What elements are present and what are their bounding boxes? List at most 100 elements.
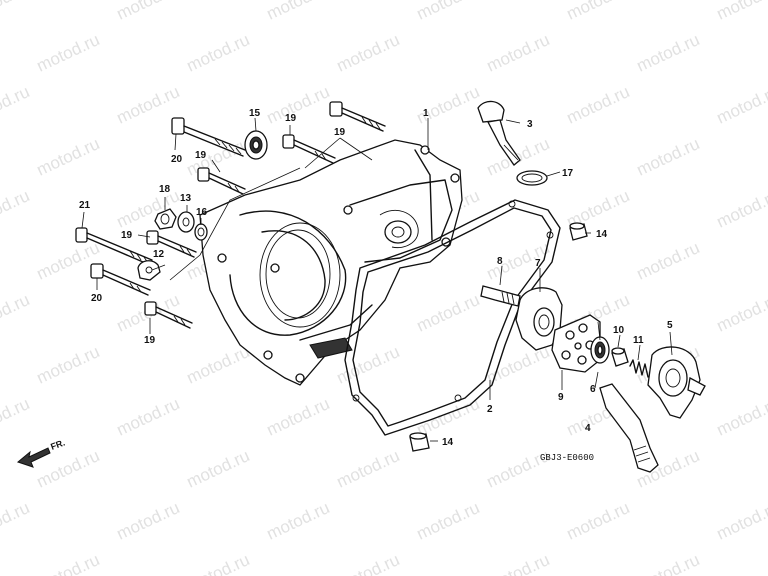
- callout-7: 7: [535, 258, 541, 269]
- leader-lines: [81, 117, 673, 442]
- watermark-text: motod.ru: [484, 30, 553, 76]
- watermark-text: motod.ru: [414, 394, 483, 440]
- watermark-text: motod.ru: [34, 134, 103, 180]
- watermark-text: motod.ru: [264, 394, 333, 440]
- direction-label: FR.: [49, 438, 66, 452]
- watermark-text: motod.ru: [634, 134, 703, 180]
- watermark-text: motod.ru: [484, 238, 553, 284]
- bolt-mid-left: [197, 167, 246, 195]
- lifter-arm: [599, 383, 659, 473]
- callout-19-left: 19: [121, 230, 133, 241]
- cover-gasket: [344, 199, 561, 436]
- washer-13: [177, 211, 195, 233]
- oil-seal: [590, 336, 610, 364]
- callout-19-bottom: 19: [144, 335, 156, 346]
- clamp-12: [137, 260, 161, 281]
- watermark-text: motod.ru: [714, 186, 768, 232]
- watermark-text: motod.ru: [184, 342, 253, 388]
- callout-11: 11: [633, 335, 644, 346]
- callout-5: 5: [667, 320, 673, 331]
- watermark-text: motod.ru: [0, 0, 32, 24]
- callout-3: 3: [527, 119, 533, 130]
- watermark-text: motod.ru: [0, 82, 32, 128]
- callout-13: 13: [180, 193, 192, 204]
- dowel-pin-lower: [409, 432, 430, 452]
- watermark-text: motod.ru: [264, 0, 333, 24]
- callout-1: 1: [423, 108, 429, 119]
- seal-16: [194, 223, 208, 241]
- dowel-pin-upper: [569, 222, 588, 241]
- callout-15: 15: [249, 108, 261, 119]
- callout-20-top: 20: [171, 154, 183, 165]
- callout-21: 21: [79, 200, 91, 211]
- drawing-code: GBJ3-E0600: [540, 453, 594, 463]
- nut-18: [154, 208, 177, 230]
- cam-plate: [551, 314, 601, 373]
- watermark-text: motod.ru: [564, 82, 633, 128]
- watermark-text: motod.ru: [34, 30, 103, 76]
- shaft-8: [480, 285, 521, 307]
- bolt-long-left: [75, 227, 153, 266]
- watermark-text: motod.ru: [414, 498, 483, 544]
- watermark-text: motod.ru: [0, 498, 32, 544]
- watermark-text: motod.ru: [334, 30, 403, 76]
- watermark-text: motod.ru: [414, 82, 483, 128]
- watermark-text: motod.ru: [564, 498, 633, 544]
- watermark-text: motod.ru: [414, 290, 483, 336]
- front-direction-indicator: FR.: [16, 438, 66, 468]
- lifter-cam: [647, 346, 706, 419]
- watermark-text: motod.ru: [484, 550, 553, 576]
- watermark-text: motod.ru: [34, 550, 103, 576]
- callout-19-mid: 19: [195, 150, 207, 161]
- oil-filler-cap: [477, 100, 521, 166]
- watermark-text: motod.ru: [184, 134, 253, 180]
- watermark-text: motod.ru: [114, 498, 183, 544]
- watermark-text: motod.ru: [714, 290, 768, 336]
- crankcase-cover: [199, 139, 463, 386]
- callout-8: 8: [497, 256, 503, 267]
- bolt-upper-left: [171, 117, 246, 157]
- watermark-text: motod.ru: [414, 0, 483, 24]
- callout-19-top: 19: [285, 113, 297, 124]
- watermark-text: motod.ru: [334, 550, 403, 576]
- callout-14-lower: 14: [442, 437, 454, 448]
- callout-18: 18: [159, 184, 171, 195]
- callout-4: 4: [585, 423, 591, 434]
- bolt-upper-center: [329, 101, 386, 132]
- callout-19-center: 19: [334, 127, 346, 138]
- watermark-text: motod.ru: [634, 550, 703, 576]
- callout-20-bottom: 20: [91, 293, 103, 304]
- clutch-lifter-plate: [515, 287, 563, 351]
- bolt-upper-right: [282, 134, 336, 164]
- watermark-text: motod.ru: [184, 550, 253, 576]
- watermark-text: motod.ru: [264, 82, 333, 128]
- watermark-text: motod.ru: [264, 498, 333, 544]
- watermark-text: motod.ru: [334, 446, 403, 492]
- bolt-bottom-left: [144, 301, 193, 329]
- watermark-text: motod.ru: [714, 394, 768, 440]
- callout-16: 16: [196, 207, 208, 218]
- front-arrow-icon: [16, 447, 51, 468]
- callout-17: 17: [562, 168, 574, 179]
- watermark-text: motod.ru: [714, 82, 768, 128]
- watermark-text: motod.ru: [564, 0, 633, 24]
- bolt-left-short: [146, 230, 197, 258]
- callout-2: 2: [487, 404, 493, 415]
- watermark-text: motod.ru: [634, 238, 703, 284]
- o-ring: [516, 170, 548, 186]
- watermark-text: motod.ru: [0, 186, 32, 232]
- ball-bearing: [244, 130, 268, 160]
- callout-6: 6: [590, 384, 596, 395]
- spring: [629, 359, 649, 378]
- watermark-text: motod.ru: [0, 394, 32, 440]
- watermark-text: motod.ru: [714, 498, 768, 544]
- watermark-text: motod.ru: [0, 290, 32, 336]
- callout-9: 9: [558, 392, 564, 403]
- watermark-text: motod.ru: [714, 0, 768, 24]
- watermark-text: motod.ru: [114, 0, 183, 24]
- watermark-text: motod.ru: [114, 394, 183, 440]
- collar: [611, 347, 629, 367]
- watermark-text: motod.ru: [184, 30, 253, 76]
- watermark-text: motod.ru: [634, 30, 703, 76]
